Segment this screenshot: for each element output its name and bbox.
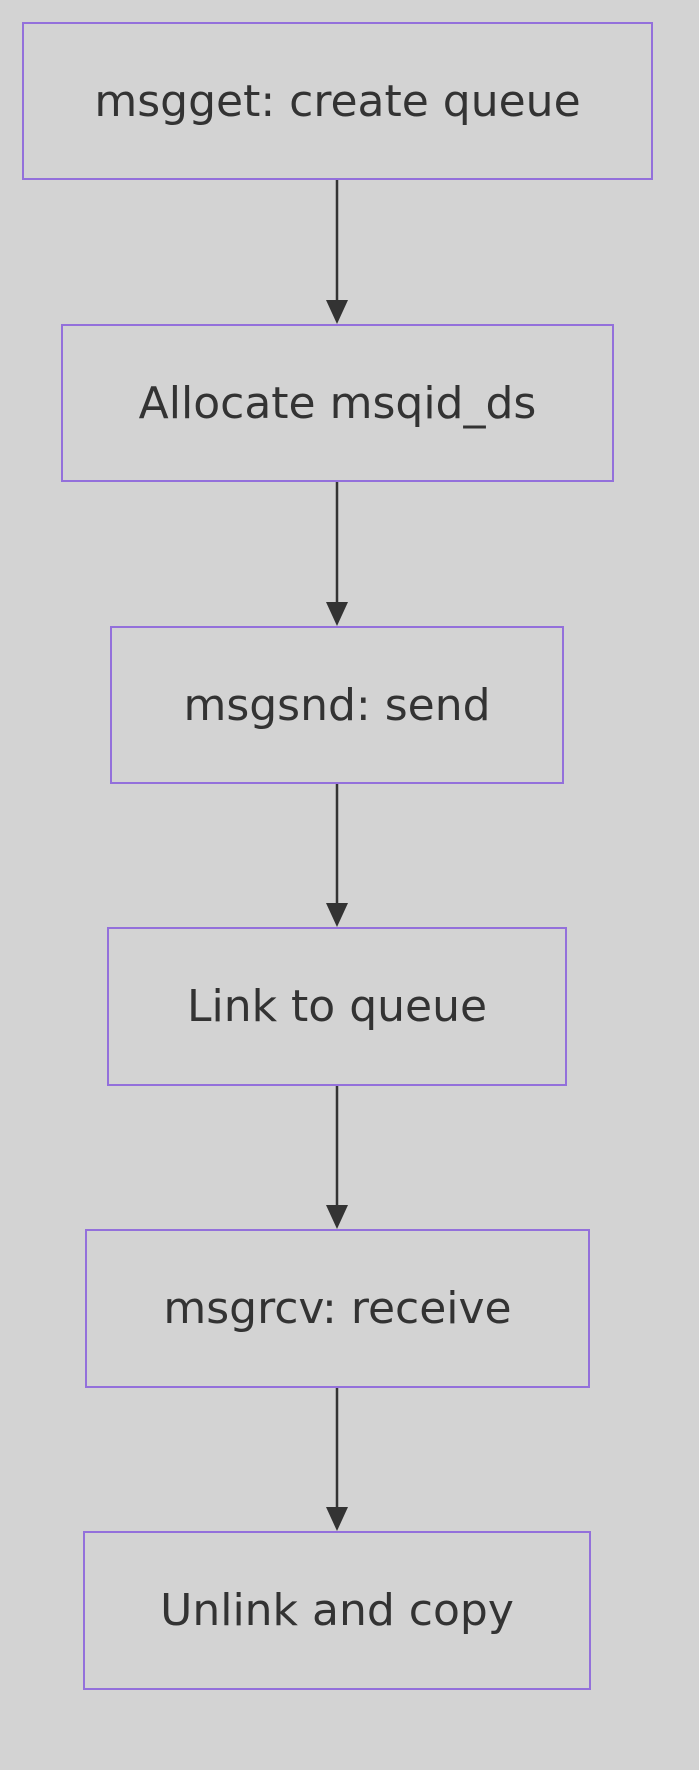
node-label: Allocate msqid_ds bbox=[138, 377, 537, 429]
arrowhead-unlink bbox=[326, 1507, 348, 1531]
arrowhead-link bbox=[326, 903, 348, 927]
node-label: msgrcv: receive bbox=[163, 1283, 512, 1334]
node-unlink-and-copy: Unlink and copy bbox=[83, 1531, 591, 1690]
arrowhead-receive bbox=[326, 1205, 348, 1229]
node-msgget-create-queue: msgget: create queue bbox=[22, 22, 653, 180]
node-label: msgsnd: send bbox=[183, 679, 491, 731]
node-link-to-queue: Link to queue bbox=[107, 927, 567, 1086]
arrowhead-allocate bbox=[326, 300, 348, 324]
arrowhead-send bbox=[326, 602, 348, 626]
node-label: msgget: create queue bbox=[94, 75, 581, 127]
node-label: Link to queue bbox=[186, 981, 488, 1032]
node-msgsnd-send: msgsnd: send bbox=[110, 626, 564, 784]
node-label: Unlink and copy bbox=[160, 1585, 514, 1636]
node-allocate-msqid-ds: Allocate msqid_ds bbox=[61, 324, 614, 482]
node-msgrcv-receive: msgrcv: receive bbox=[85, 1229, 590, 1388]
